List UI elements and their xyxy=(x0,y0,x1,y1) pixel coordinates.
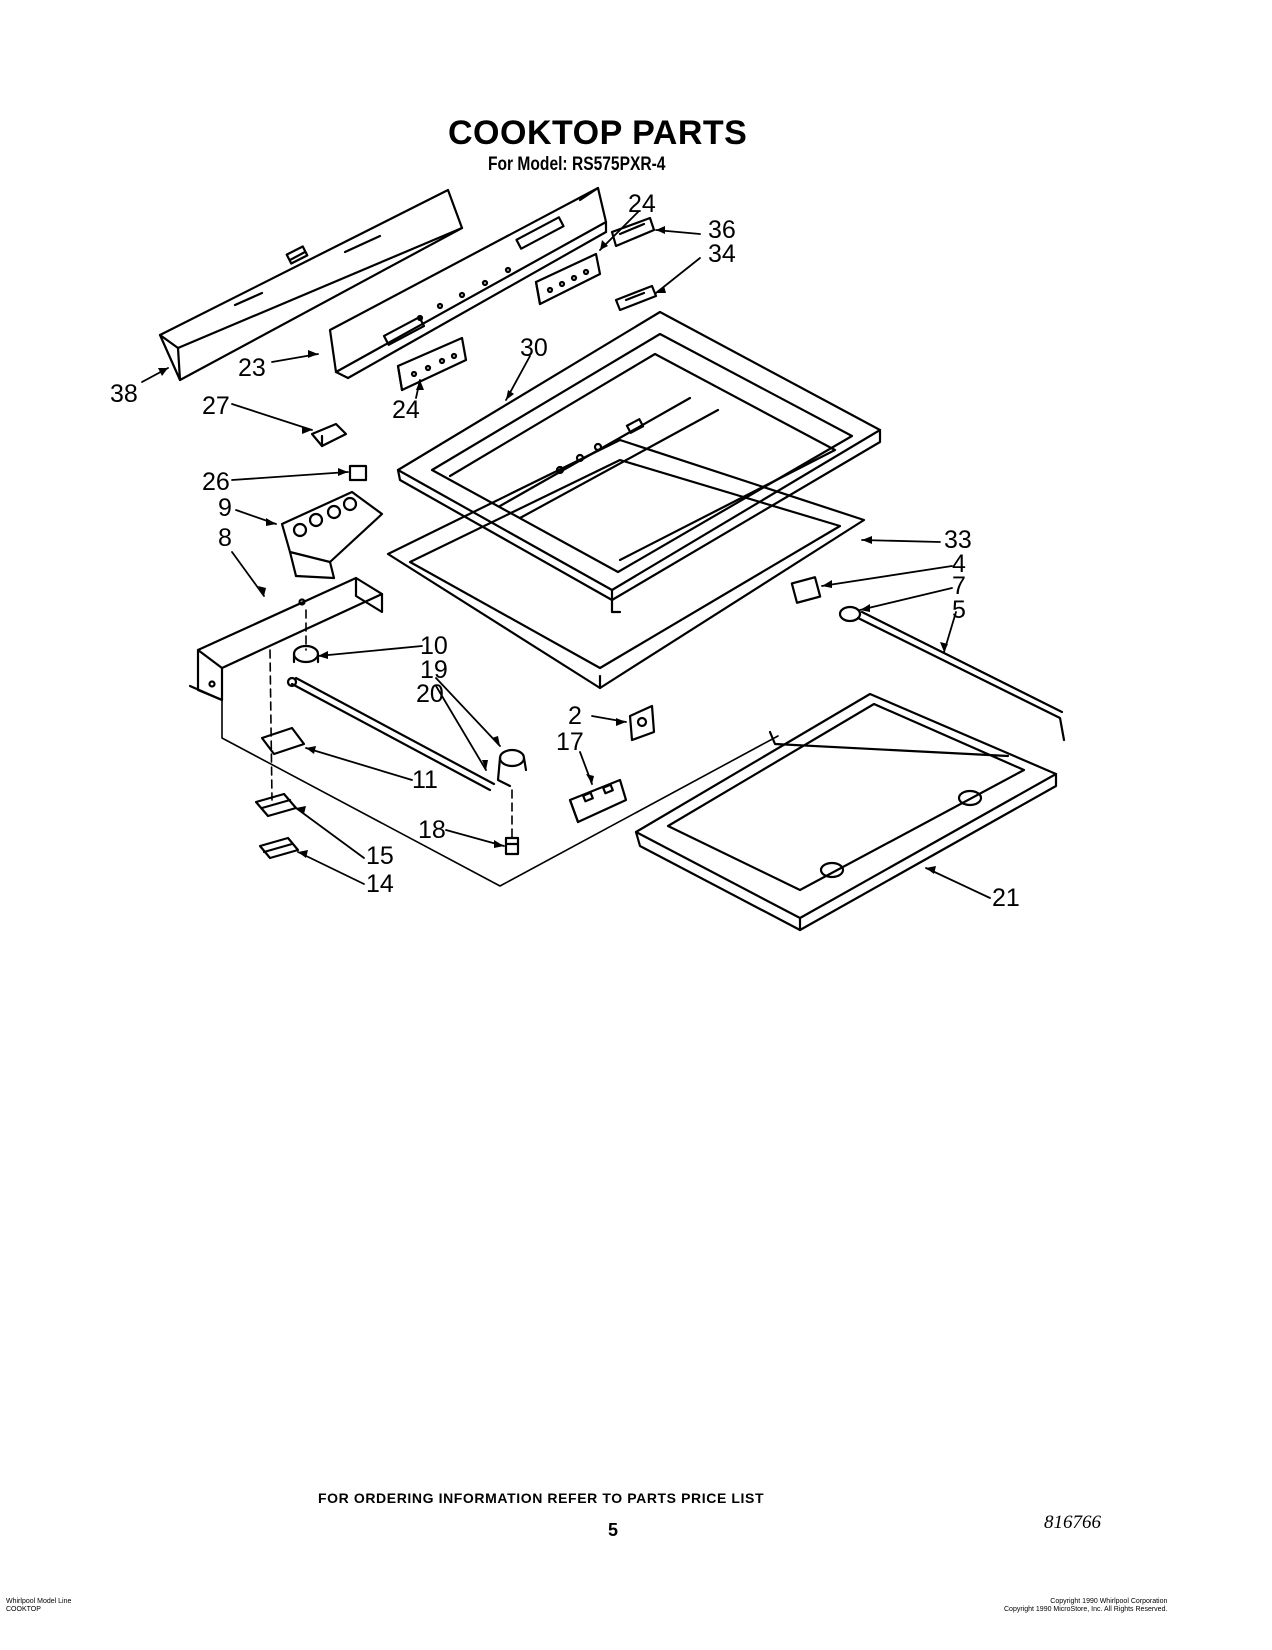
leader-lines xyxy=(141,211,991,899)
right-fine-print-line: Copyright 1990 MicroStore, Inc. All Righ… xyxy=(1004,1606,1168,1613)
part-27-clip xyxy=(310,422,348,448)
assembly-outline xyxy=(221,699,779,887)
callout-20: 20 xyxy=(416,680,444,708)
part-23-panel-bracket xyxy=(328,186,608,380)
callout-24-upper: 24 xyxy=(628,190,656,218)
callout-10: 10 xyxy=(420,632,448,660)
part-33-glass-frame xyxy=(386,438,866,690)
part-7-connector xyxy=(838,605,862,623)
callout-5: 5 xyxy=(952,596,966,624)
part-10-knob xyxy=(292,644,320,664)
right-fine-print-line: Copyright 1990 Whirlpool Corporation xyxy=(1050,1598,1168,1605)
model-subtitle: For Model: RS575PXR-4 xyxy=(488,154,666,175)
ordering-information-note: FOR ORDERING INFORMATION REFER TO PARTS … xyxy=(318,1490,765,1506)
part-4-terminal-block xyxy=(790,576,822,604)
callout-8: 8 xyxy=(218,524,232,552)
callout-14: 14 xyxy=(366,870,394,898)
callout-23: 23 xyxy=(238,354,266,382)
part-17-hinge xyxy=(568,778,628,824)
callout-15: 15 xyxy=(366,842,394,870)
callout-34: 34 xyxy=(708,240,736,268)
callout-4: 4 xyxy=(952,550,966,578)
part-18-screw xyxy=(504,836,520,856)
callout-26: 26 xyxy=(202,468,230,496)
callout-21: 21 xyxy=(992,884,1020,912)
callout-labels: 38 23 24 24 36 34 30 27 26 9 8 33 4 7 5 … xyxy=(110,190,1020,912)
part-30-cooktop-frame xyxy=(396,310,882,614)
part-11-plate xyxy=(260,726,306,756)
part-15-bracket xyxy=(254,792,298,818)
callout-11: 11 xyxy=(412,766,438,794)
callout-36: 36 xyxy=(708,216,736,244)
part-24-switch-lower xyxy=(396,336,468,392)
part-9-switch xyxy=(280,490,384,580)
callout-9: 9 xyxy=(218,494,232,522)
leader-arrowheads xyxy=(158,226,948,874)
page-title: COOKTOP PARTS xyxy=(448,114,748,152)
part-36-indicator xyxy=(610,216,656,248)
left-fine-print-line: Whirlpool Model Line xyxy=(6,1598,72,1605)
part-26-clip xyxy=(348,464,368,482)
callout-24-lower: 24 xyxy=(392,396,420,424)
part-20-shaft xyxy=(286,676,496,792)
page-number: 5 xyxy=(608,1520,619,1540)
part-34-lens xyxy=(614,284,658,312)
part-38-rear-trim xyxy=(158,188,464,382)
callout-17: 17 xyxy=(556,728,584,756)
part-19-cam xyxy=(496,748,528,788)
part-2-clip xyxy=(628,704,656,742)
callout-33: 33 xyxy=(944,526,972,554)
left-fine-print-line: COOKTOP xyxy=(6,1606,41,1613)
callout-30: 30 xyxy=(520,334,548,362)
part-5-wire xyxy=(856,610,1066,742)
part-8-bracket xyxy=(188,576,384,702)
callout-7: 7 xyxy=(952,572,966,600)
callout-18: 18 xyxy=(418,816,446,844)
document-number: 816766 xyxy=(1044,1512,1101,1533)
part-24-switch-upper xyxy=(534,252,602,306)
assembly-guide-lines xyxy=(269,609,513,841)
right-fine-print: Copyright 1990 Whirlpool Corporation Cop… xyxy=(1004,1598,1167,1614)
part-21-lower-pan xyxy=(634,692,1058,932)
left-fine-print: Whirlpool Model Line COOKTOP xyxy=(6,1598,71,1614)
part-14-bracket xyxy=(258,836,300,860)
callout-38: 38 xyxy=(110,380,138,408)
callout-19: 19 xyxy=(420,656,448,684)
callout-27: 27 xyxy=(202,392,230,420)
callout-2: 2 xyxy=(568,702,582,730)
